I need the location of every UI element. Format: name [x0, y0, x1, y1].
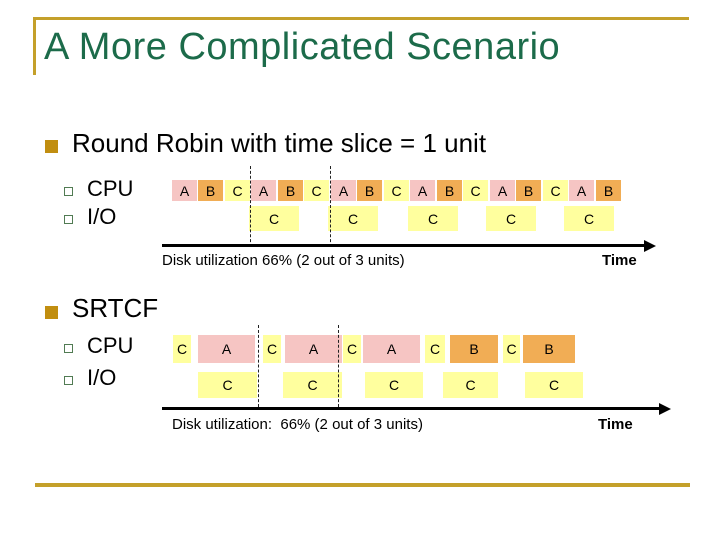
bottom-border-line — [35, 483, 690, 487]
timeline-block-c: C — [343, 335, 361, 363]
timeline-block-c: C — [198, 372, 257, 398]
io-row-label: I/O — [87, 365, 117, 390]
rr-unit-boundaries — [0, 166, 720, 247]
srtcf-time-axis — [162, 402, 671, 415]
timeline-block-c: C — [225, 180, 250, 201]
timeline-block-c: C — [328, 206, 378, 231]
timeline-block-a: A — [410, 180, 435, 201]
cpu-row-label: CPU — [87, 333, 134, 358]
timeline-block-b: B — [198, 180, 223, 201]
srtcf-unit-boundaries — [0, 325, 720, 407]
slide-title: A More Complicated Scenario — [44, 26, 561, 68]
timeline-block-c: C — [408, 206, 458, 231]
timeline-block-a: A — [251, 180, 276, 201]
timeline-block-b: B — [278, 180, 303, 201]
sub-bullet-square-icon — [64, 344, 73, 353]
srtcf-time-axis-label: Time — [598, 416, 633, 433]
timeline-block-c: C — [543, 180, 568, 201]
timeline-block-c: C — [564, 206, 614, 231]
timeline-block-c: C — [263, 335, 281, 363]
section-heading-srtcf: SRTCF — [72, 293, 159, 323]
sub-bullet-square-icon — [64, 215, 73, 224]
timeline-block-b: B — [523, 335, 575, 363]
arrow-right-icon — [659, 402, 671, 415]
timeline-block-b: B — [357, 180, 382, 201]
timeline-block-c: C — [365, 372, 423, 398]
timeline-block-a: A — [490, 180, 515, 201]
timeline-block-c: C — [249, 206, 299, 231]
timeline-block-c: C — [384, 180, 409, 201]
unit-boundary-dashed-line — [250, 166, 251, 247]
srtcf-disk-utilization-caption: Disk utilization: 66% (2 out of 3 units) — [172, 416, 423, 433]
top-border-line — [33, 17, 689, 20]
timeline-block-c: C — [173, 335, 191, 363]
unit-boundary-dashed-line — [338, 325, 339, 407]
bullet-square-icon — [45, 306, 58, 319]
timeline-block-a: A — [331, 180, 356, 201]
unit-boundary-dashed-line — [258, 325, 259, 407]
timeline-block-c: C — [304, 180, 329, 201]
timeline-block-b: B — [450, 335, 498, 363]
bullet-square-icon — [45, 140, 58, 153]
timeline-block-b: B — [437, 180, 462, 201]
rr-time-axis-label: Time — [602, 252, 637, 269]
timeline-block-b: B — [596, 180, 621, 201]
timeline-block-c: C — [425, 335, 445, 363]
timeline-block-a: A — [198, 335, 255, 363]
timeline-block-c: C — [283, 372, 342, 398]
timeline-block-c: C — [486, 206, 536, 231]
section-heading-round-robin: Round Robin with time slice = 1 unit — [72, 128, 487, 158]
unit-boundary-dashed-line — [330, 166, 331, 247]
timeline-block-c: C — [443, 372, 498, 398]
timeline-block-a: A — [363, 335, 420, 363]
rr-disk-utilization-caption: Disk utilization 66% (2 out of 3 units) — [162, 252, 405, 269]
cpu-row-label: CPU — [87, 176, 134, 201]
timeline-block-c: C — [525, 372, 583, 398]
io-row-label: I/O — [87, 204, 117, 229]
rr-time-axis — [162, 239, 656, 252]
timeline-block-c: C — [503, 335, 520, 363]
timeline-block-b: B — [516, 180, 541, 201]
timeline-block-a: A — [172, 180, 197, 201]
timeline-block-a: A — [569, 180, 594, 201]
title-accent-line — [33, 17, 36, 75]
arrow-right-icon — [644, 239, 656, 252]
sub-bullet-square-icon — [64, 376, 73, 385]
timeline-block-c: C — [463, 180, 488, 201]
sub-bullet-square-icon — [64, 187, 73, 196]
timeline-block-a: A — [285, 335, 342, 363]
